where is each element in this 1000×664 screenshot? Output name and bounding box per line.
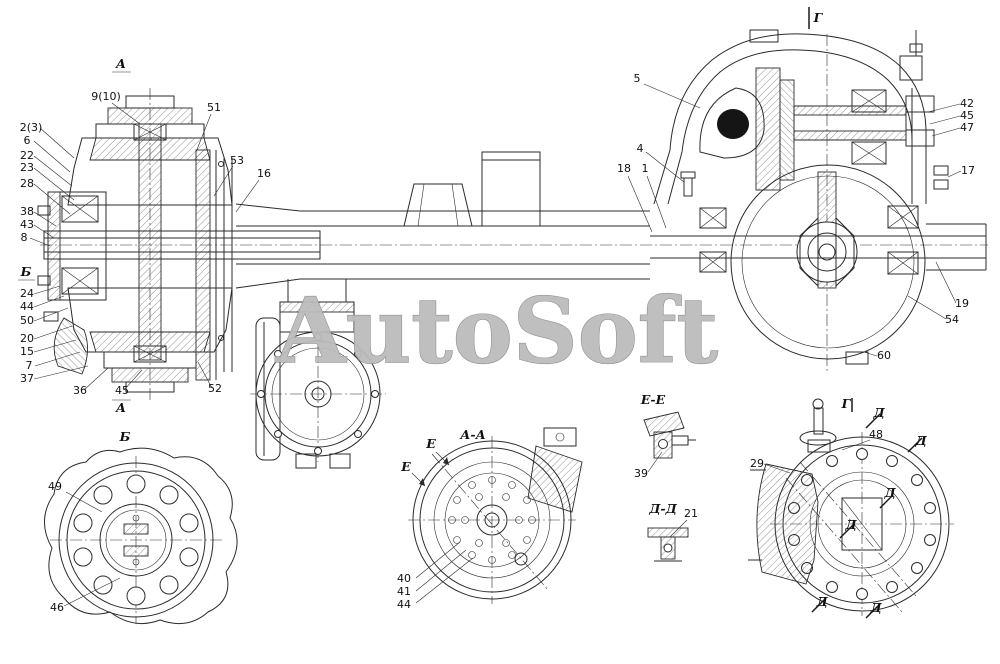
section-mark-d-1: Д xyxy=(872,405,885,420)
callout-5: 5 xyxy=(634,72,641,85)
section-mark-d-2: Д xyxy=(914,433,927,448)
view-arrow-a-top: А xyxy=(115,56,126,71)
callout-43: 43 xyxy=(20,218,34,231)
callout-16: 16 xyxy=(257,167,271,180)
left-knuckle-assembly xyxy=(37,95,321,393)
section-mark-d-4: Д xyxy=(844,517,857,532)
differential-assembly xyxy=(650,29,987,365)
callout-51: 51 xyxy=(207,101,221,114)
axle-beam xyxy=(235,151,650,289)
callout-19: 19 xyxy=(955,297,969,310)
callout-15: 15 xyxy=(20,345,34,358)
view-g-hub xyxy=(748,398,954,616)
view-a-a-brake-drum xyxy=(408,427,583,604)
callout-24: 24 xyxy=(20,287,34,300)
callout-45-right: 45 xyxy=(960,109,974,122)
callout-4: 4 xyxy=(637,142,644,155)
section-arrow-e-left: Е xyxy=(400,459,411,474)
view-title-d-d: Д-Д xyxy=(648,501,677,516)
view-arrow-b-left: Б xyxy=(20,264,32,279)
view-arrow-a-bottom: А xyxy=(115,400,126,415)
section-arrow-e-top: Е xyxy=(425,436,436,451)
section-mark-d-6: Д xyxy=(869,600,882,615)
view-b-flange xyxy=(44,447,238,625)
callout-17: 17 xyxy=(961,164,975,177)
view-title-e-e: Е-Е xyxy=(640,392,666,407)
view-e-e-detail xyxy=(643,411,696,459)
callout-1: 1 xyxy=(642,162,649,175)
callout-53: 53 xyxy=(230,154,244,167)
view-title-g: Г xyxy=(841,396,852,411)
callout-7: 7 xyxy=(26,359,33,372)
brake-chamber-cover xyxy=(250,279,386,469)
callout-18: 18 xyxy=(617,162,631,175)
callout-48: 48 xyxy=(869,428,883,441)
callout-46: 46 xyxy=(50,601,64,614)
section-mark-d-3: Д xyxy=(883,485,896,500)
view-arrow-g-top: Г xyxy=(813,10,824,25)
watermark: AutoSoft xyxy=(275,278,719,384)
callout-47: 47 xyxy=(960,121,974,134)
callout-37: 37 xyxy=(20,372,34,385)
view-d-d-detail xyxy=(647,527,689,562)
callout-39: 39 xyxy=(634,467,648,480)
callout-44-brake: 44 xyxy=(397,598,411,611)
callout-20: 20 xyxy=(20,332,34,345)
callout-38: 38 xyxy=(20,205,34,218)
callout-54: 54 xyxy=(945,313,959,326)
callout-28: 28 xyxy=(20,177,34,190)
callout-36: 36 xyxy=(73,384,87,397)
callout-8: 8 xyxy=(21,231,28,244)
leader-lines xyxy=(29,83,962,607)
view-title-a-a: А-А xyxy=(459,427,486,442)
section-mark-d-5: Д xyxy=(815,594,828,609)
section-marks xyxy=(18,7,923,619)
callout-42: 42 xyxy=(960,97,974,110)
callout-49: 49 xyxy=(48,480,62,493)
callout-40: 40 xyxy=(397,572,411,585)
callout-50: 50 xyxy=(20,314,34,327)
callout-9-10: 9(10) xyxy=(91,90,121,103)
view-title-b: Б xyxy=(119,429,131,444)
callout-23: 23 xyxy=(20,161,34,174)
callout-52: 52 xyxy=(208,382,222,395)
callout-6: 6 xyxy=(24,134,31,147)
callout-60: 60 xyxy=(877,349,891,362)
callout-45-left: 45 xyxy=(115,384,129,397)
callout-22: 22 xyxy=(20,149,34,162)
callout-44-left: 44 xyxy=(20,300,34,313)
callout-21: 21 xyxy=(684,507,698,520)
callout-41: 41 xyxy=(397,585,411,598)
callout-2-3: 2(3) xyxy=(20,121,43,134)
callout-29: 29 xyxy=(750,457,764,470)
